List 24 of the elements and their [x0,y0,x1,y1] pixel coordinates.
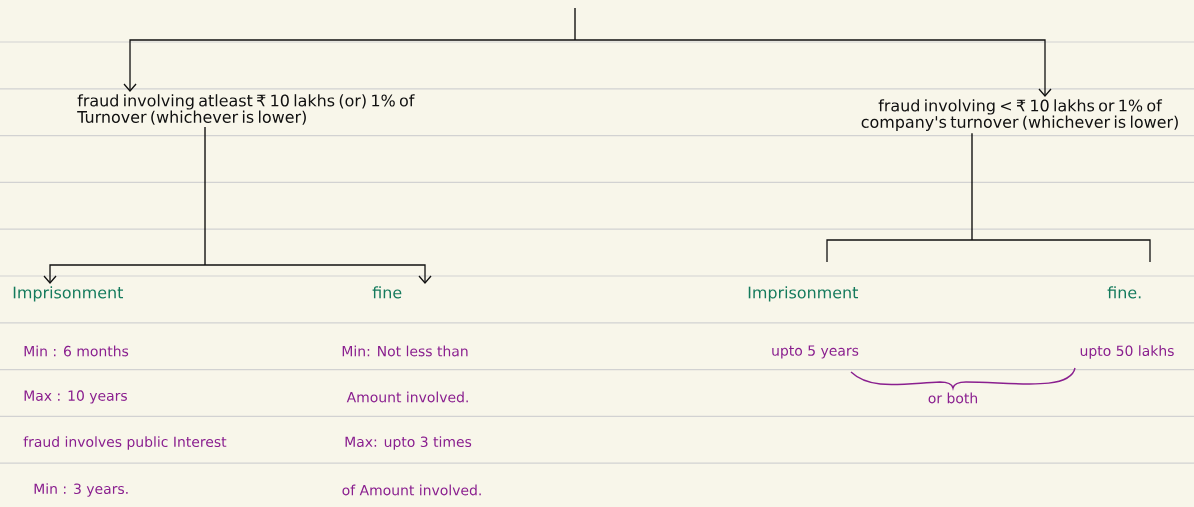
note-text: Amount involved. [346,391,468,403]
heading-text: Imprisonment [748,286,858,302]
note-text: Max : 10 years [24,390,127,404]
fraud-condition-text: fraud involving atleast ₹ 10 lakhs (or) 1% of Turnover (whichever is lower) [77,94,415,125]
note-text: Min : 6 months [24,345,129,357]
connector-stem [574,7,576,41]
arrow [204,264,432,284]
note-text: fraud involves public Interest [23,436,227,450]
arrow [574,39,1052,97]
note-text: of Amount involved. [342,484,481,496]
note-text: or both [928,392,977,404]
note-text: upto 50 lakhs [1080,345,1174,359]
heading-text: fine. [1107,286,1141,299]
connector-stem [204,126,206,266]
connector-stem [971,132,973,241]
arrow [43,264,206,284]
arrow [123,39,576,92]
note-text: Min : 3 years. [34,483,128,497]
note-text: Max: upto 3 times [345,436,472,450]
heading-text: fine [372,286,402,299]
heading-text: Imprisonment [13,286,123,302]
fraud-condition-text: fraud involving < ₹ 10 lakhs or 1% of company's turnover (whichever is lower) [861,99,1178,132]
note-text: upto 5 years [772,345,859,359]
note-text: Min: Not less than [342,345,468,357]
